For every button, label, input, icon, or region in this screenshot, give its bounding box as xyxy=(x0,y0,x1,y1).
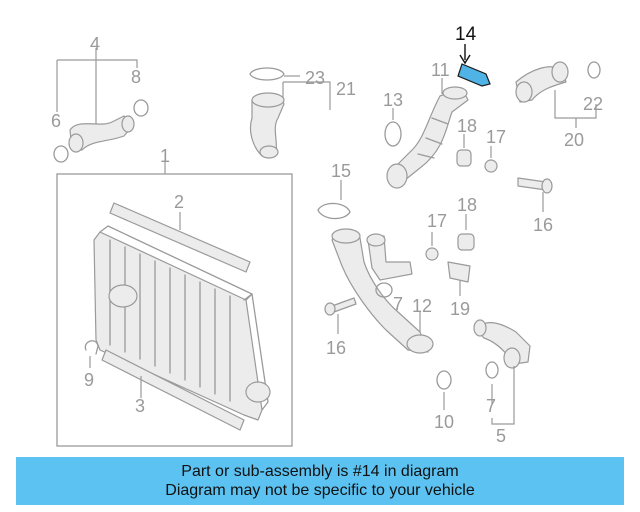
callout-18-middle: 18 xyxy=(457,195,477,215)
hose-4-group xyxy=(53,48,149,163)
callout-16-left: 16 xyxy=(326,338,346,358)
banner-line-2: Diagram may not be specific to your vehi… xyxy=(165,482,475,499)
intake-pipe-11 xyxy=(391,87,469,185)
seal-strip-lower xyxy=(101,349,245,431)
callout-4: 4 xyxy=(90,34,100,54)
callout-18-upper: 18 xyxy=(457,116,477,136)
seal-strip-upper xyxy=(109,202,251,273)
callout-10: 10 xyxy=(434,412,454,432)
bolt-16-right xyxy=(517,177,553,212)
callout-23: 23 xyxy=(305,68,325,88)
intercooler-box xyxy=(56,173,293,447)
bracket-14-highlighted xyxy=(457,63,491,87)
callout-2: 2 xyxy=(174,192,184,212)
callout-16-right: 16 xyxy=(533,215,553,235)
callout-17-middle: 17 xyxy=(427,211,447,231)
callout-1: 1 xyxy=(160,146,170,166)
callout-7-middle: 7 xyxy=(393,294,403,314)
info-banner: Part or sub-assembly is #14 in diagram D… xyxy=(16,457,624,505)
callout-14-highlighted: 14 xyxy=(455,24,477,45)
callout-22: 22 xyxy=(583,94,603,114)
callout-15: 15 xyxy=(331,161,351,181)
intake-pipe-11-group xyxy=(384,44,498,189)
hose-5-group xyxy=(436,319,531,425)
banner-line-1: Part or sub-assembly is #14 in diagram xyxy=(181,463,459,480)
callout-3: 3 xyxy=(135,396,145,416)
intercooler-core xyxy=(93,231,263,421)
hose-21-group xyxy=(249,67,331,159)
callout-20: 20 xyxy=(564,130,584,150)
callout-5: 5 xyxy=(496,426,506,446)
callout-9: 9 xyxy=(84,370,94,390)
fastener-group-middle xyxy=(425,214,475,296)
intercooler-assembly-group xyxy=(56,160,293,447)
callout-7-lower: 7 xyxy=(486,396,496,416)
hose-20-group xyxy=(515,61,601,128)
callout-12: 12 xyxy=(412,296,432,316)
callout-17-upper: 17 xyxy=(486,127,506,147)
callout-6: 6 xyxy=(51,111,61,131)
callout-19: 19 xyxy=(450,299,470,319)
callout-13: 13 xyxy=(383,90,403,110)
callout-21: 21 xyxy=(336,79,356,99)
callout-11: 11 xyxy=(431,60,450,80)
pipe-12-group xyxy=(317,180,434,354)
callout-8: 8 xyxy=(131,67,141,87)
